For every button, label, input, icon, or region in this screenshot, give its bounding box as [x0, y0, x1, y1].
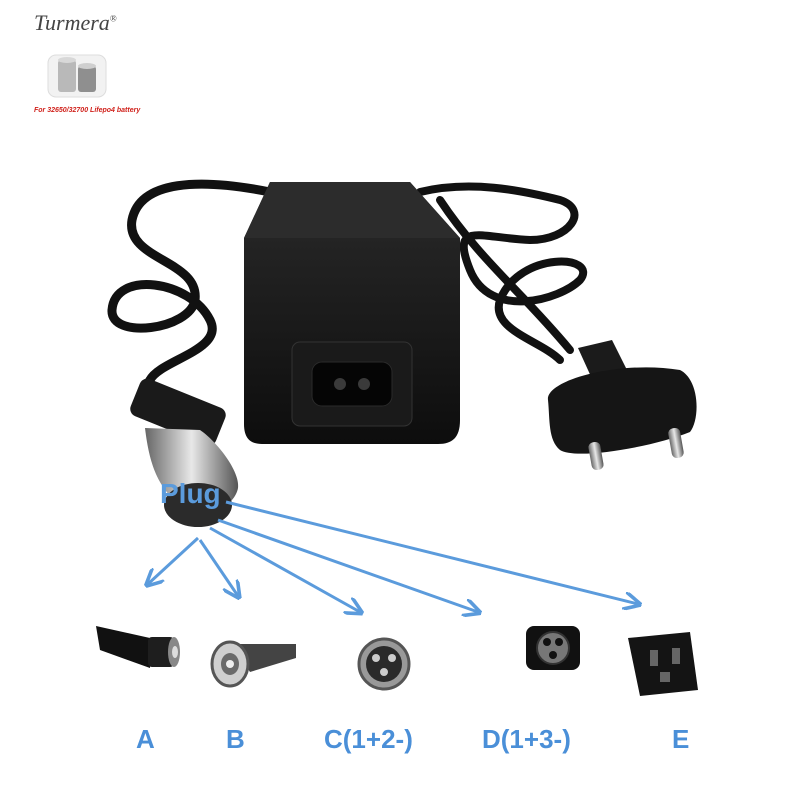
connector-e-iec-icon [628, 632, 698, 696]
connector-a-barrel-icon [96, 626, 180, 668]
brand-block: Turmera® For 32650/32700 Lifepo4 battery [12, 4, 162, 124]
connector-label-c: C(1+2-) [324, 724, 413, 754]
connector-d-socket-icon [526, 626, 580, 670]
connector-label-e: E [672, 724, 690, 754]
connector-label-b: B [226, 724, 245, 754]
arrows [148, 500, 638, 612]
connector-c-xlr-icon [357, 637, 411, 691]
eu-wall-plug [547, 340, 697, 471]
battery-icon [47, 54, 107, 98]
plug-label: Plug [160, 478, 221, 509]
arrow-a [148, 536, 200, 584]
connector-label-d: D(1+3-) [482, 724, 571, 754]
brand-logo: Turmera® [34, 10, 117, 35]
arrow-d [217, 518, 478, 612]
connector-label-a: A [136, 724, 155, 754]
arrow-b [198, 539, 238, 596]
ac-cable [416, 182, 587, 364]
arrow-e [225, 500, 638, 604]
connector-b-rca-icon [210, 640, 296, 688]
arrow-c [209, 526, 360, 612]
xlr-plug [130, 378, 239, 527]
power-adapter [244, 182, 460, 444]
brand-tagline: For 32650/32700 Lifepo4 battery [34, 107, 141, 114]
